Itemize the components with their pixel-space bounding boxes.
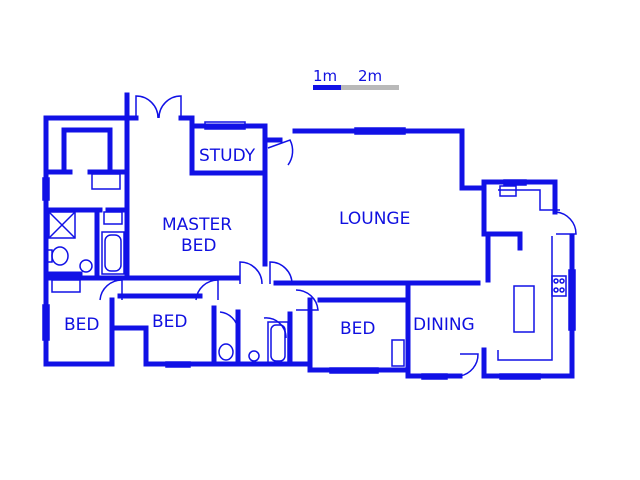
room-label-master-bed-line1: MASTER (162, 215, 232, 235)
room-label-study: STUDY (199, 146, 256, 166)
stove-burner-4 (559, 287, 565, 293)
dining-cabinet (391, 339, 405, 367)
bathtub-left-inner (104, 234, 122, 272)
basin-mid (248, 350, 260, 362)
door-kitchen (555, 211, 577, 235)
toilet-mid (218, 343, 234, 361)
bathtub-left (101, 231, 125, 275)
scale-bar-light (341, 85, 399, 90)
bathtub-right-inner (270, 324, 286, 362)
wall-kitchen-right (552, 179, 575, 379)
toilet-left-tank (45, 249, 53, 263)
room-label-bed-left: BED (64, 315, 100, 335)
room-label-dining: DINING (413, 315, 475, 335)
window-left-upper (42, 177, 50, 201)
stove-burner-1 (553, 278, 559, 284)
fixtures (45, 173, 567, 367)
door-bath-mid (219, 311, 239, 331)
wall-bed-right-left (307, 297, 411, 373)
window-bed-mid (165, 361, 191, 368)
room-label-master-bed-line2: BED (181, 236, 217, 256)
stove-burner-2 (559, 278, 565, 284)
door-master-bottom (239, 261, 263, 285)
door-corridor (269, 261, 293, 285)
scale-bar-dark (313, 85, 341, 90)
vanity-left (103, 211, 123, 225)
room-label-bed-middle: BED (152, 312, 188, 332)
window-dining (421, 373, 448, 380)
door-dining (459, 353, 479, 377)
walls (43, 92, 575, 379)
window-kitchen (503, 179, 527, 186)
kitchen-counter (497, 189, 560, 361)
window-bed-left (42, 304, 50, 341)
window-study (204, 121, 246, 130)
door-bed-mid (195, 279, 219, 301)
stove-burner-3 (553, 287, 559, 293)
wall-bed-left-bottom (43, 325, 115, 367)
kitchen-island (513, 285, 535, 333)
window-kitchen-right (568, 269, 576, 331)
window-bed-right (329, 367, 379, 374)
wall-bed-left-right (109, 297, 149, 331)
room-label-lounge: LOUNGE (339, 209, 410, 229)
stove (551, 275, 567, 297)
door-bath-top (295, 289, 319, 311)
basin-cabinet-bed (51, 279, 81, 293)
kitchen-sink (499, 185, 517, 197)
wall-service-inner (61, 127, 113, 173)
wall-kitchen-divider (481, 231, 523, 283)
door-master-entry-left (135, 95, 159, 119)
door-study (267, 139, 294, 166)
basin-left (79, 259, 93, 273)
room-label-bed-right: BED (340, 319, 376, 339)
toilet-left (51, 246, 69, 266)
scale-label-1m: 1m (313, 67, 337, 85)
door-master-entry-right (158, 95, 182, 119)
bathtub-right (267, 321, 289, 365)
shower-left-diagonal (48, 211, 76, 239)
cupboard-left (91, 173, 121, 190)
window-lounge (354, 127, 406, 135)
shower-left (48, 211, 76, 239)
room-labels: STUDY MASTER BED LOUNGE BED BED BED DINI… (64, 146, 475, 339)
windows (42, 121, 576, 380)
scale-bar: 1m 2m (313, 67, 399, 90)
window-kitchen-bottom (499, 373, 541, 380)
door-bed-left (99, 279, 123, 301)
scale-label-2m: 2m (358, 67, 382, 85)
